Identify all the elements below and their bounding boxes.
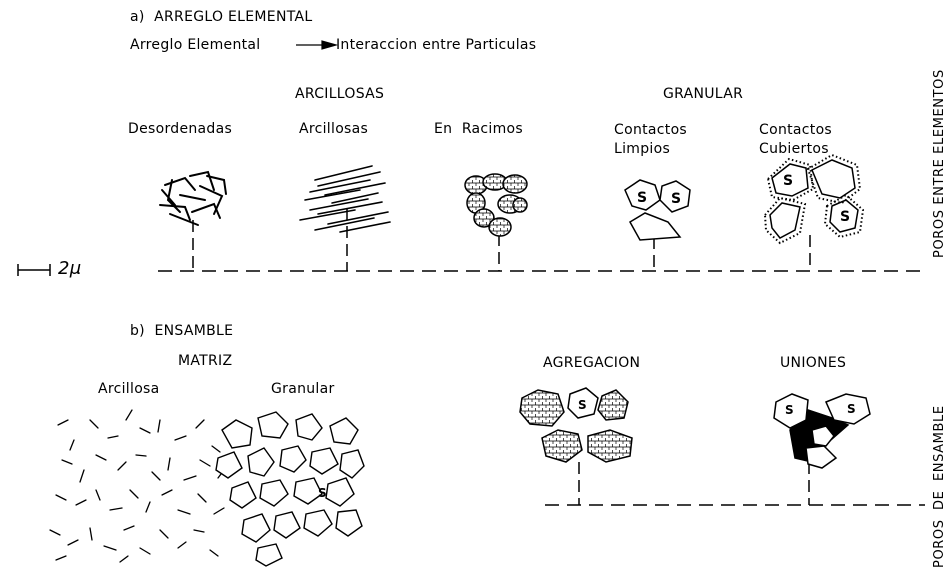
matriz-arcillosa-figure [49,409,225,563]
scale-label: 2μ [58,258,82,279]
label-arcillosas: Arcillosas [299,121,369,137]
scale-bar [17,264,51,276]
matriz-granular-figure [215,411,365,567]
group-granular: GRANULAR [663,86,744,102]
group-arcillosas: ARCILLOSAS [295,86,385,102]
contactos-cubiertos-letters: S S [783,173,850,225]
uniones-figure [773,393,871,469]
label-en-racimos: En Racimos [434,121,524,137]
legend-arreglo-elemental: Arreglo Elemental [130,37,261,53]
particle-letter: S [840,209,850,225]
label-matriz: MATRIZ [178,353,233,369]
particle-letter: S [318,486,327,500]
en-racimos-figure [464,173,528,237]
particle-letter: S [578,398,587,412]
particle-letter: S [637,190,647,206]
section-b-title: b) ENSAMBLE [130,323,234,339]
label-desordenadas: Desordenadas [128,121,233,137]
particle-letter: S [671,191,681,207]
uniones-letters: S S [785,402,856,417]
legend-interaccion: Interaccion entre Particulas [336,37,537,53]
contactos-limpios-letters: S S [637,190,681,207]
agregacion-figure [519,387,633,463]
connectors-bottom [578,462,810,505]
connectors-top [192,208,811,271]
legend-arrow [296,40,339,50]
arcillosas-figure [299,165,391,233]
contactos-cubiertos-coating [763,153,865,245]
label-contactos-limpios: Contactos Limpios [614,122,688,157]
label-uniones: UNIONES [780,355,847,371]
section-a-title: a) ARREGLO ELEMENTAL [130,9,313,25]
label-granular: Granular [271,381,335,397]
particle-letter: S [847,402,856,416]
contactos-cubiertos-figure [769,159,859,239]
label-agregacion: AGREGACION [543,355,641,371]
label-contactos-cubiertos: Contactos Cubiertos [759,122,833,157]
contactos-limpios-figure [624,179,691,241]
desordenadas-figure [159,170,227,226]
label-arcillosa: Arcillosa [98,381,160,397]
particle-letter: S [785,403,794,417]
particle-letter: S [783,173,793,189]
